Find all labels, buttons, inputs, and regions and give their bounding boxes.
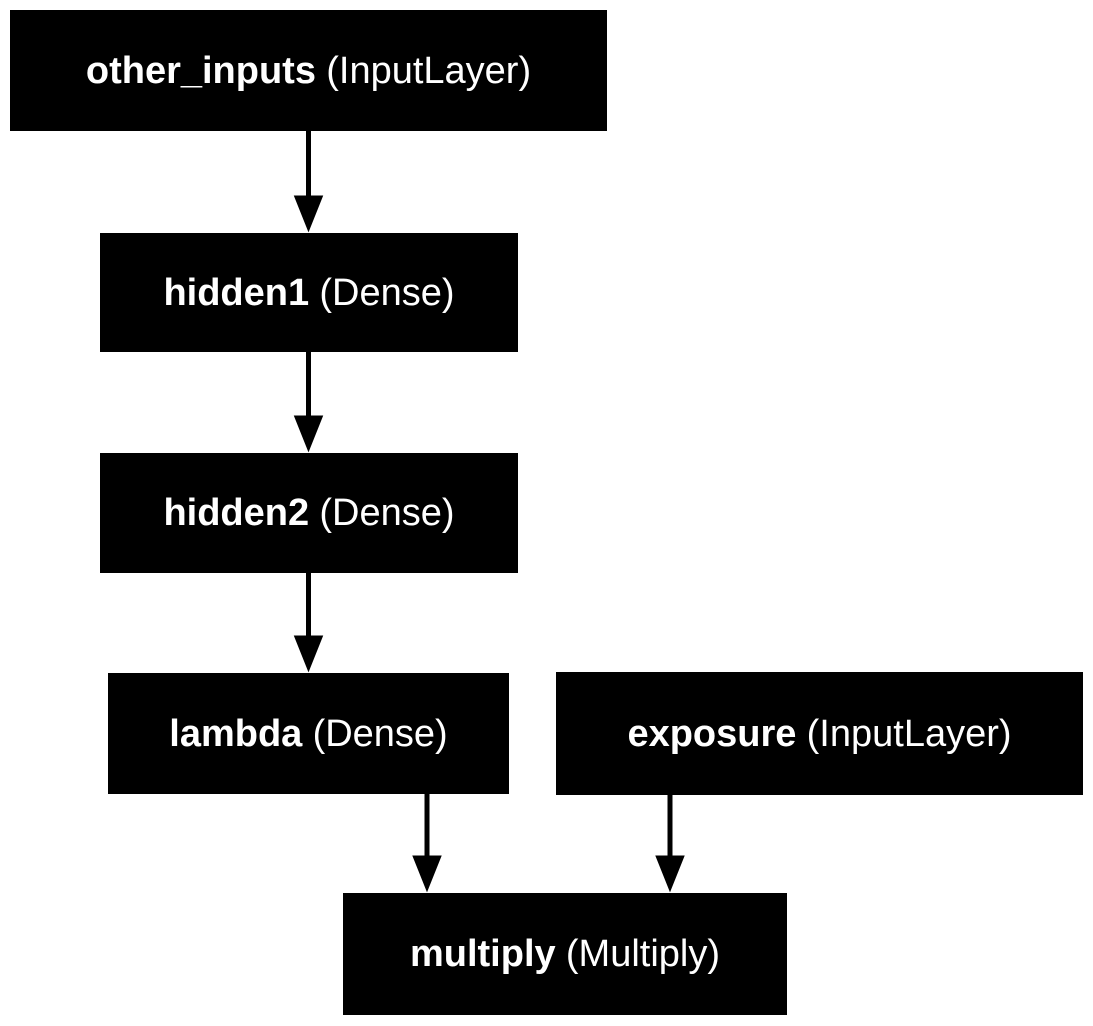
node-hidden1-name: hidden1	[163, 271, 310, 314]
edge-other_inputs-hidden1	[293, 131, 324, 233]
node-exposure-name: exposure	[627, 712, 797, 755]
node-lambda: lambda (Dense)	[108, 673, 509, 794]
node-hidden2-type: (Dense)	[319, 492, 455, 534]
node-other-inputs-name: other_inputs	[85, 49, 316, 92]
node-hidden2-name: hidden2	[163, 492, 310, 534]
node-hidden1-type: (Dense)	[319, 271, 455, 314]
node-multiply-type: (Multiply)	[565, 933, 721, 975]
node-multiply-name: multiply	[409, 933, 556, 975]
edge-exposure-multiply	[655, 795, 685, 893]
node-exposure: exposure (InputLayer)	[556, 672, 1083, 795]
node-lambda-type: (Dense)	[312, 712, 448, 755]
edge-lambda-multiply	[412, 794, 442, 893]
node-exposure-type: (InputLayer)	[806, 712, 1012, 755]
edge-hidden1-hidden2	[293, 352, 324, 453]
edge-hidden2-lambda	[293, 573, 324, 673]
node-multiply: multiply (Multiply)	[343, 893, 787, 1015]
node-hidden2: hidden2 (Dense)	[100, 453, 518, 573]
node-other-inputs: other_inputs (InputLayer)	[10, 10, 607, 131]
node-other-inputs-type: (InputLayer)	[326, 49, 532, 92]
node-hidden1: hidden1 (Dense)	[100, 233, 518, 352]
node-lambda-name: lambda	[169, 712, 303, 755]
